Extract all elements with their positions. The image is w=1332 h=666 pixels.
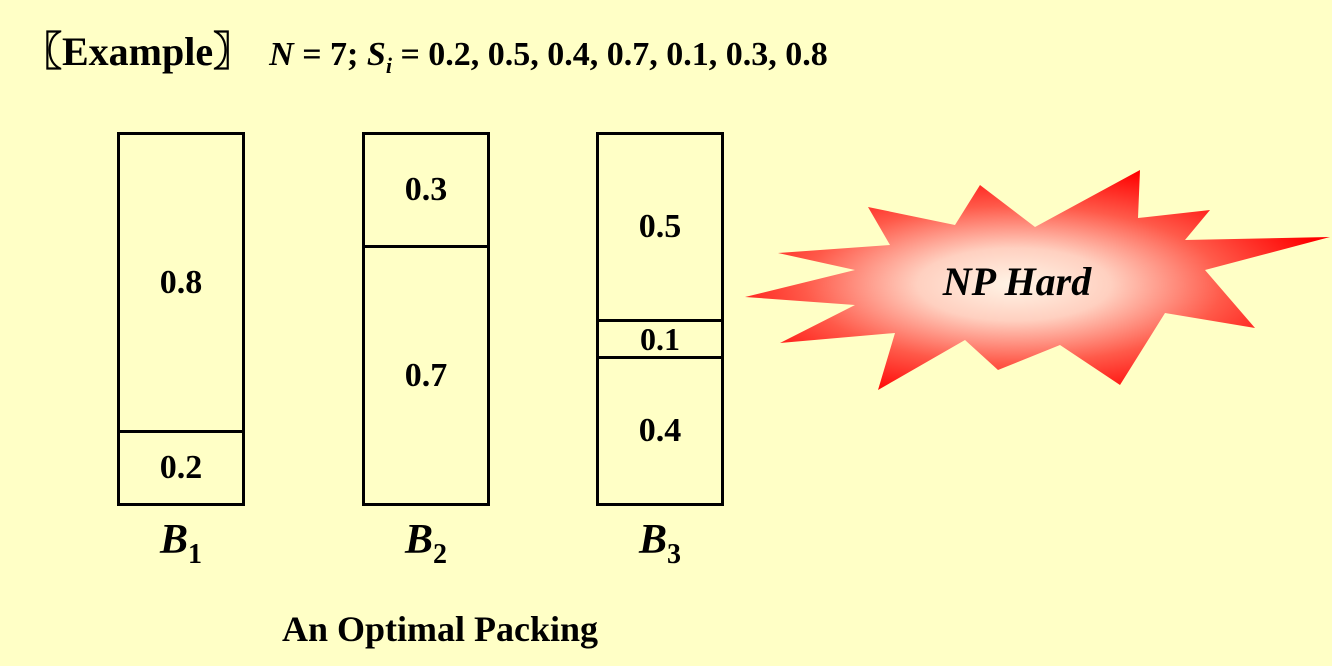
bin-3-label: B3 bbox=[599, 516, 721, 571]
bin-item: 0.5 bbox=[599, 135, 721, 319]
item-value: 0.8 bbox=[159, 263, 203, 301]
bin-name: B bbox=[638, 517, 667, 563]
bin-3: 0.5 0.1 0.4 bbox=[596, 132, 724, 506]
item-value: 0.2 bbox=[159, 449, 203, 486]
bin-item: 0.2 bbox=[120, 430, 242, 503]
bin-1: 0.8 0.2 bbox=[117, 132, 245, 506]
s-subscript: i bbox=[385, 53, 392, 78]
bin-item: 0.3 bbox=[365, 135, 487, 245]
caption: An Optimal Packing bbox=[282, 609, 599, 649]
item-value: 0.7 bbox=[404, 356, 448, 394]
bin-subscript: 2 bbox=[433, 539, 447, 570]
s-variable: S bbox=[366, 36, 386, 73]
bin-subscript: 3 bbox=[667, 539, 681, 570]
bin-name: B bbox=[404, 517, 433, 563]
bin-item: 0.7 bbox=[365, 245, 487, 503]
bin-name: B bbox=[159, 517, 188, 563]
bin-item: 0.4 bbox=[599, 356, 721, 503]
bin-subscript: 1 bbox=[188, 539, 202, 570]
np-hard-burst bbox=[745, 170, 1330, 390]
n-value: = 7; bbox=[293, 36, 367, 73]
bin-item: 0.8 bbox=[120, 135, 242, 430]
n-variable: N bbox=[269, 36, 294, 73]
bin-item: 0.1 bbox=[599, 319, 721, 357]
item-value: 0.1 bbox=[640, 320, 680, 357]
example-formula: N = 7; Si = 0.2, 0.5, 0.4, 0.7, 0.1, 0.3… bbox=[269, 36, 828, 78]
item-value: 0.5 bbox=[638, 208, 682, 245]
item-value: 0.4 bbox=[638, 412, 682, 449]
example-label: 〖Example〗 bbox=[22, 29, 254, 74]
np-hard-label: NP Hard bbox=[942, 259, 1092, 304]
item-value: 0.3 bbox=[404, 171, 448, 208]
example-title: 〖Example〗 N = 7; Si = 0.2, 0.5, 0.4, 0.7… bbox=[22, 22, 828, 96]
burst-shape bbox=[745, 170, 1330, 390]
bin-2-label: B2 bbox=[365, 516, 487, 571]
bin-1-label: B1 bbox=[120, 516, 242, 571]
s-values: = 0.2, 0.5, 0.4, 0.7, 0.1, 0.3, 0.8 bbox=[391, 36, 828, 73]
bin-2: 0.3 0.7 bbox=[362, 132, 490, 506]
